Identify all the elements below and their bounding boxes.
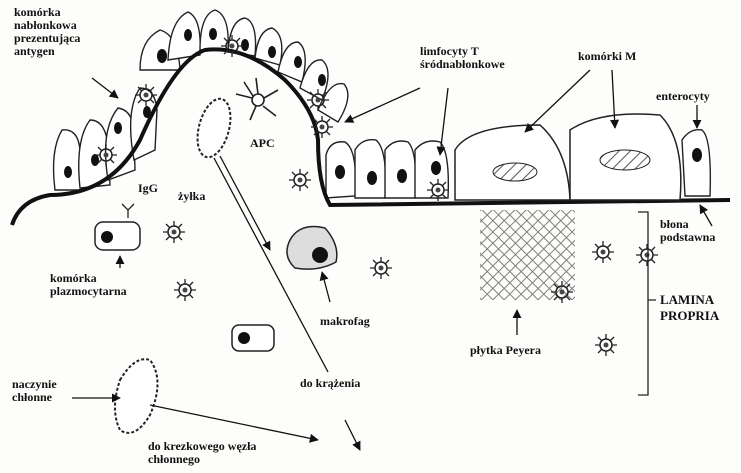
label-igg: IgG — [138, 182, 158, 195]
label-peyer-patch: płytka Peyera — [470, 344, 541, 357]
macrophage — [287, 227, 337, 270]
plasma-cell — [95, 204, 140, 250]
m-cells — [455, 114, 681, 200]
apc-dendritic-cell — [236, 78, 278, 120]
label-venule: żyłka — [178, 190, 205, 203]
label-intraepithelial-lymphocytes: limfocyty T śródnabłonkowe — [420, 45, 505, 71]
label-enterocytes: enterocyty — [656, 90, 710, 103]
lamina-propria-bracket — [638, 212, 656, 395]
tissue-cell — [232, 325, 274, 351]
label-macrophage: makrofag — [320, 315, 370, 328]
label-apc: APC — [250, 137, 275, 150]
label-mesenteric-node: do krezkowego węzła chłonnego — [148, 440, 256, 466]
label-epithelial-apc: komórka nabłonkowa prezentująca antygen — [14, 6, 80, 58]
label-plasma-cell: komórka plazmocytarna — [50, 272, 127, 298]
label-circulation: do krążenia — [300, 377, 360, 390]
label-basement-membrane: błona podstawna — [660, 218, 715, 244]
label-lamina-propria: LAMINA PROPRIA — [660, 292, 719, 324]
label-m-cells: komórki M — [578, 50, 636, 63]
label-lymph-vessel: naczynie chłonne — [12, 378, 57, 404]
venule — [192, 95, 237, 161]
lymph-vessel — [115, 359, 158, 433]
